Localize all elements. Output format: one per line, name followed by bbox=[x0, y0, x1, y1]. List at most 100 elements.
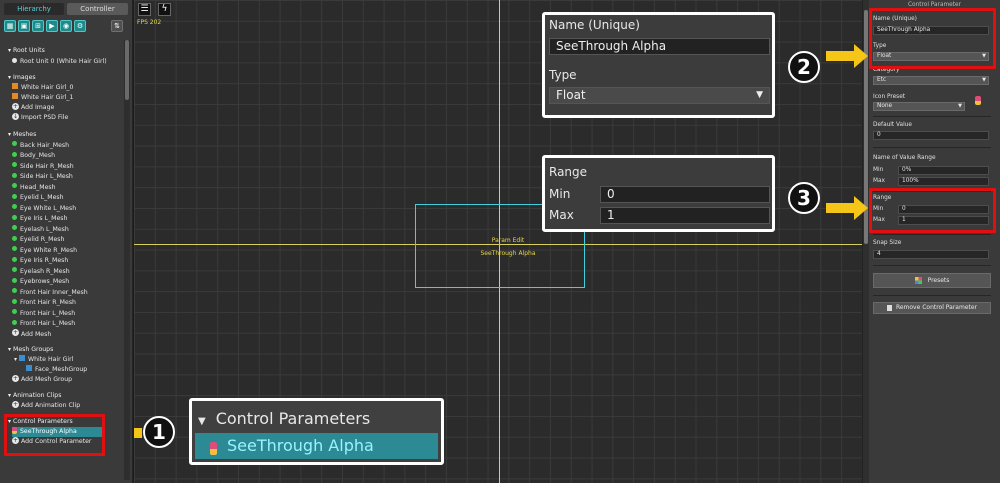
add-mesh-group-button[interactable]: +Add Mesh Group bbox=[12, 374, 73, 383]
divider bbox=[873, 265, 991, 266]
sort-icon[interactable]: ⇅ bbox=[111, 20, 123, 32]
section-control-parameters[interactable]: ▾Control Parameters bbox=[7, 418, 73, 425]
param-edit-frame bbox=[415, 204, 585, 288]
zoom-range: Range Min 0 Max 1 bbox=[542, 155, 775, 232]
list-item[interactable]: Front Hair L_Mesh bbox=[12, 319, 75, 329]
list-item[interactable]: Side Hair L_Mesh bbox=[12, 172, 73, 182]
tab-controller[interactable]: Controller bbox=[67, 3, 128, 15]
zoom-range-label: Range bbox=[549, 165, 588, 179]
section-mesh-groups[interactable]: ▾Mesh Groups bbox=[7, 346, 54, 353]
menu-icon[interactable]: ☰ bbox=[138, 3, 151, 16]
zoom-type-label: Type bbox=[549, 68, 577, 82]
add-control-parameter-button[interactable]: +Add Control Parameter bbox=[12, 436, 92, 445]
section-images[interactable]: ▾Images bbox=[7, 74, 36, 81]
type-label: Type bbox=[873, 43, 887, 49]
lightning-icon[interactable]: ϟ bbox=[158, 3, 171, 16]
list-item[interactable]: Body_Mesh bbox=[12, 151, 55, 161]
list-item[interactable]: Back Hair_Mesh bbox=[12, 141, 69, 151]
param-name-label: SeeThrough Alpha bbox=[480, 250, 536, 257]
list-item[interactable]: Eye White R_Mesh bbox=[12, 246, 77, 256]
filter-meshgroup-icon[interactable]: ⊞ bbox=[32, 20, 44, 32]
list-item[interactable]: Head_Mesh bbox=[12, 183, 56, 193]
hierarchy-scrollbar[interactable] bbox=[124, 40, 130, 480]
default-value-field[interactable]: 0 bbox=[873, 131, 989, 140]
range-max-field[interactable]: 1 bbox=[898, 216, 989, 225]
section-animation-clips[interactable]: ▾Animation Clips bbox=[7, 392, 62, 399]
list-item-seethrough-alpha[interactable]: SeeThrough Alpha bbox=[12, 426, 104, 437]
range-min-field[interactable]: 0 bbox=[898, 205, 989, 214]
inspector-panel: Control Parameter Name (Unique) SeeThrou… bbox=[862, 0, 1000, 483]
zoom-min-field: 0 bbox=[600, 186, 770, 203]
list-item[interactable]: Eye White L_Mesh bbox=[12, 204, 76, 214]
tab-hierarchy[interactable]: Hierarchy bbox=[4, 3, 64, 15]
zoom-max-label: Max bbox=[549, 208, 574, 222]
list-item[interactable]: Front Hair R_Mesh bbox=[12, 298, 76, 308]
list-item[interactable]: ▾White Hair Girl bbox=[13, 355, 74, 363]
list-item[interactable]: Eyelash L_Mesh bbox=[12, 225, 69, 235]
icon-preset-dropdown[interactable]: None▼ bbox=[873, 102, 965, 111]
list-item[interactable]: Front Hair Inner_Mesh bbox=[12, 288, 88, 298]
remove-control-parameter-button[interactable]: Remove Control Parameter bbox=[873, 302, 991, 314]
param-edit-label: Param Edit bbox=[491, 237, 525, 244]
zoom-cp-header: ▼Control Parameters bbox=[198, 409, 371, 428]
zoom-name-type: Name (Unique) SeeThrough Alpha Type Floa… bbox=[542, 12, 775, 118]
list-item[interactable]: Eyebrows_Mesh bbox=[12, 277, 69, 287]
filter-bone-icon[interactable]: ⚙ bbox=[74, 20, 86, 32]
add-animation-clip-button[interactable]: +Add Animation Clip bbox=[12, 400, 81, 409]
zoom-name-field: SeeThrough Alpha bbox=[549, 38, 770, 55]
annotation-badge-1: 1 bbox=[143, 416, 175, 448]
annotation-badge-3: 3 bbox=[788, 182, 820, 214]
section-root-units[interactable]: ▾Root Units bbox=[7, 47, 45, 54]
horizontal-axis bbox=[134, 244, 862, 245]
icon-preset-label: Icon Preset bbox=[873, 94, 906, 100]
zoom-min-label: Min bbox=[549, 187, 571, 201]
add-image-button[interactable]: +Add Image bbox=[12, 102, 55, 111]
min-name-field[interactable]: 0% bbox=[898, 166, 989, 175]
presets-icon bbox=[914, 277, 922, 284]
list-item[interactable]: Eye Iris L_Mesh bbox=[12, 214, 67, 224]
value-range-name-label: Name of Value Range bbox=[873, 155, 936, 161]
filter-image-icon[interactable]: ▣ bbox=[18, 20, 30, 32]
category-label: Category bbox=[873, 67, 900, 73]
list-item[interactable]: White Hair Girl_1 bbox=[12, 93, 73, 103]
add-mesh-button[interactable]: +Add Mesh bbox=[12, 329, 52, 338]
zoom-max-field: 1 bbox=[600, 207, 770, 224]
list-item[interactable]: Eye Iris R_Mesh bbox=[12, 256, 68, 266]
divider bbox=[873, 295, 991, 296]
highlight-control-parameter bbox=[4, 414, 105, 456]
snap-size-field[interactable]: 4 bbox=[873, 250, 989, 259]
list-item[interactable]: Side Hair R_Mesh bbox=[12, 162, 74, 172]
presets-button[interactable]: Presets bbox=[873, 273, 991, 288]
hierarchy-panel: Hierarchy Controller ▦ ▣ ⊞ ▶ ◉ ⚙ ⇅ ▾Root… bbox=[0, 0, 133, 483]
category-dropdown[interactable]: Etc▼ bbox=[873, 76, 989, 85]
annotation-arrow-1 bbox=[134, 428, 142, 438]
workspace-canvas[interactable]: ☰ ϟ FPS 202 Param Edit SeeThrough Alpha … bbox=[134, 0, 862, 483]
zoom-control-parameters: ▼Control Parameters SeeThrough Alpha bbox=[189, 398, 444, 465]
import-psd-button[interactable]: ↓Import PSD File bbox=[12, 112, 69, 121]
range-max-label: Max bbox=[873, 217, 885, 223]
name-field[interactable]: SeeThrough Alpha bbox=[873, 26, 989, 35]
highlight-name-type bbox=[869, 8, 996, 69]
list-item[interactable]: Eyelid L_Mesh bbox=[12, 193, 64, 203]
default-value-label: Default Value bbox=[873, 122, 912, 128]
list-item[interactable]: Face_MeshGroup bbox=[18, 365, 87, 375]
inspector-scrollbar[interactable] bbox=[863, 0, 869, 483]
list-item[interactable]: Root Unit 0 (White Hair Girl) bbox=[12, 57, 107, 67]
list-item[interactable]: Front Hair L_Mesh bbox=[12, 309, 75, 319]
type-dropdown[interactable]: Float▼ bbox=[873, 52, 989, 61]
tab-bar: Hierarchy Controller bbox=[4, 3, 128, 15]
divider bbox=[873, 147, 991, 148]
annotation-badge-2: 2 bbox=[788, 51, 820, 83]
list-item[interactable]: Eyelid R_Mesh bbox=[12, 235, 64, 245]
divider bbox=[873, 191, 991, 192]
inspector-title: Control Parameter bbox=[908, 2, 961, 8]
filter-param-icon[interactable]: ◉ bbox=[60, 20, 72, 32]
list-item[interactable]: Eyelash R_Mesh bbox=[12, 267, 70, 277]
filter-mesh-icon[interactable]: ▦ bbox=[4, 20, 16, 32]
range-label: Range bbox=[873, 195, 892, 201]
max-name-label: Max bbox=[873, 178, 885, 184]
list-item[interactable]: White Hair Girl_0 bbox=[12, 83, 73, 93]
max-name-field[interactable]: 100% bbox=[898, 177, 989, 186]
filter-anim-icon[interactable]: ▶ bbox=[46, 20, 58, 32]
section-meshes[interactable]: ▾Meshes bbox=[7, 131, 37, 138]
